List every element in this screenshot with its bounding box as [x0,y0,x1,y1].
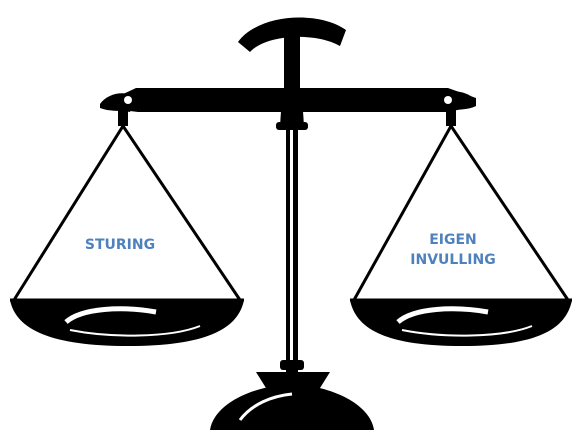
left-pan: STURING [10,108,244,346]
scale-top-hook [238,18,346,95]
scale-base [210,372,374,430]
scale-column [280,128,304,378]
right-pan: EIGEN INVULLING [350,108,572,346]
scale-beam [100,88,476,130]
right-pan-label-line2: INVULLING [410,252,495,268]
left-pan-label: STURING [85,237,155,253]
right-pan-label-line1: EIGEN [429,232,477,248]
